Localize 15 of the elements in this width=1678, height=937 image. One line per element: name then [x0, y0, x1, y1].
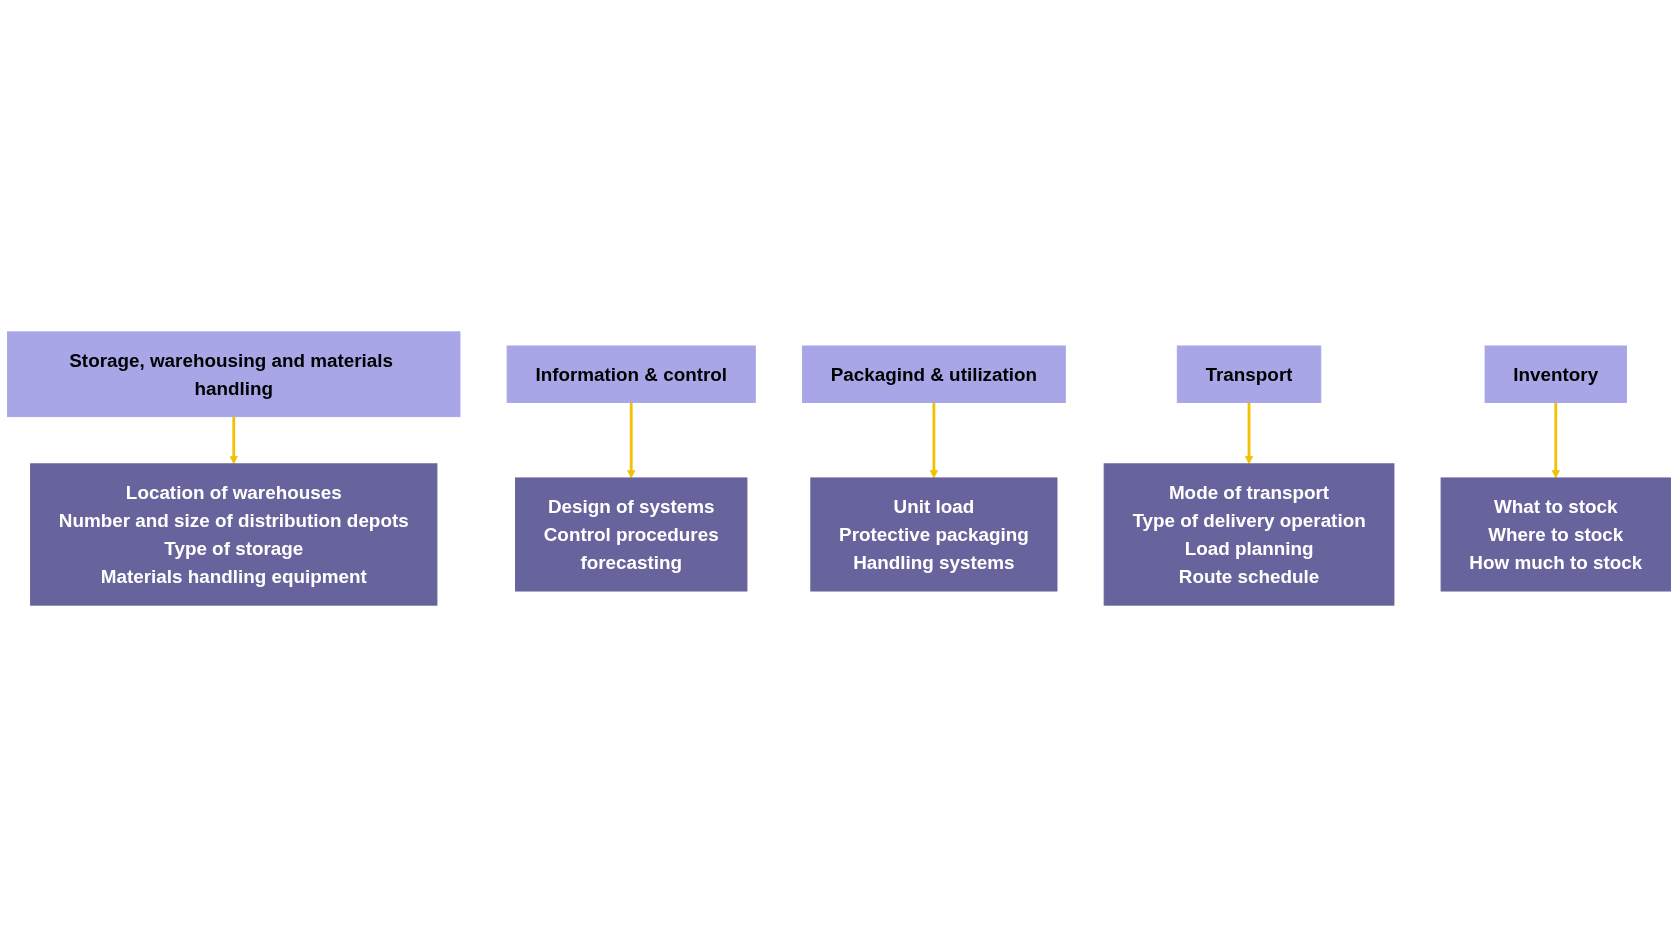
- arrow: [929, 402, 939, 479]
- arrow: [229, 416, 238, 465]
- node-box: Transport: [1176, 345, 1322, 403]
- arrow: [627, 402, 636, 479]
- node-box: Packagind & utilization: [802, 345, 1066, 403]
- node-box: Storage, warehousing and materials handling: [7, 331, 461, 418]
- node-box: Unit load Protective packaging Handling systems: [810, 477, 1058, 592]
- node-box: Information & control: [506, 345, 756, 403]
- node-box: Design of systems Control procedures forecasting: [515, 477, 748, 592]
- arrow: [1551, 402, 1560, 479]
- node-box: Inventory: [1484, 345, 1627, 403]
- arrow: [1244, 402, 1254, 465]
- node-box: What to stock Where to stock How much to stock: [1440, 477, 1671, 592]
- node-box: Mode of transport Type of delivery operation Load planning Route schedule: [1103, 463, 1395, 606]
- node-box: Location of warehouses Number and size of distribution depots Type of storage Materials handling equipment: [30, 463, 438, 606]
